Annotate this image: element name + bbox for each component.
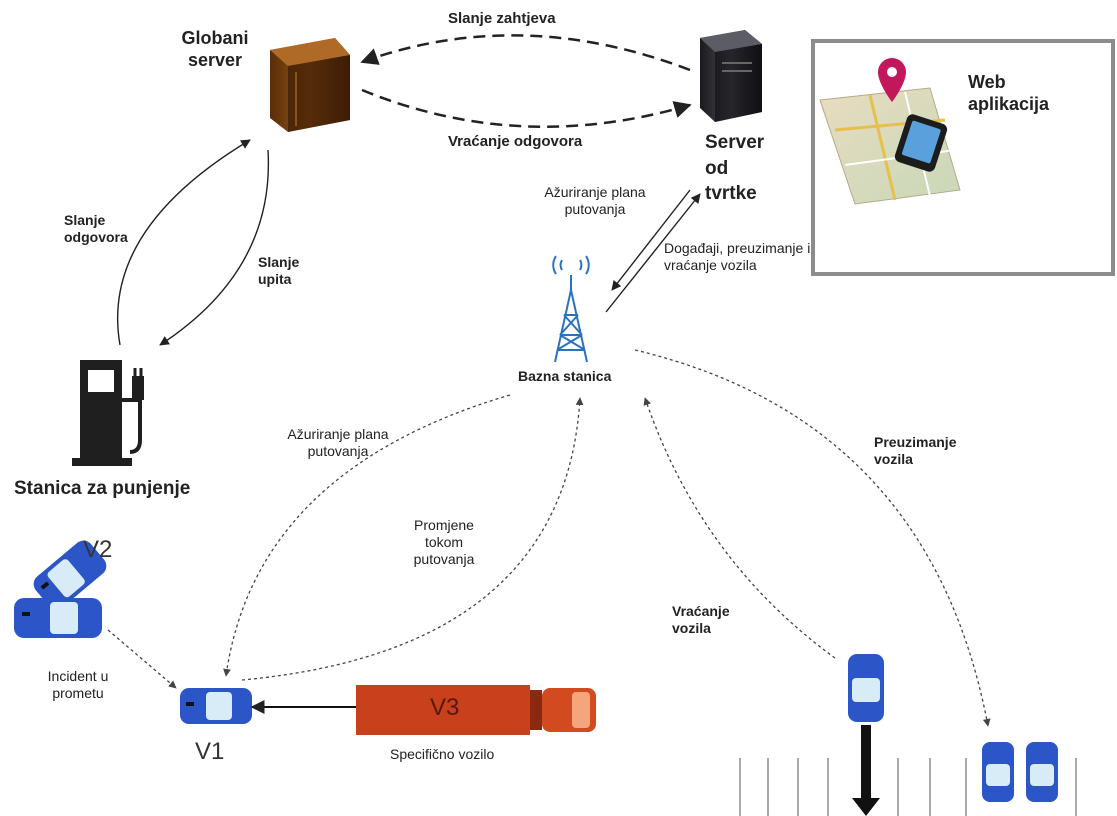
- node-label-charging-station: Stanica za punjenje: [14, 478, 191, 499]
- arrow-send-request: [360, 34, 691, 72]
- parking-lot: [739, 758, 1077, 816]
- node-label-web-app: Web aplikacija: [968, 72, 1050, 114]
- company-server-icon: [700, 30, 762, 122]
- node-label-company-server: Server od tvrtke: [705, 132, 765, 205]
- car-icon: [982, 742, 1014, 802]
- arrow-send-query: [159, 149, 270, 346]
- edge-label-vehicle-return: Vraćanje vozila: [672, 603, 730, 636]
- edge-label-events: Događaji, preuzimanje i vraćanje vozila: [664, 240, 811, 273]
- arrow-update-plan-left: [223, 394, 511, 677]
- node-label-global-server: Globani server: [181, 28, 249, 70]
- node-label-specific-vehicle: Specifično vozilo: [390, 746, 495, 762]
- node-label-v2: V2: [83, 536, 113, 563]
- arrow-incident: [107, 629, 177, 689]
- edge-label-changes: Promjene tokom putovanja: [413, 517, 475, 567]
- arrow-vehicle-return: [643, 397, 836, 659]
- edge-label-update-plan-left: Ažuriranje plana putovanja: [287, 426, 389, 459]
- edge-label-send-response: Slanje odgovora: [64, 212, 128, 245]
- edge-label-incident: Incident u prometu: [47, 668, 109, 701]
- global-server-icon: [270, 38, 350, 132]
- edge-label-send-request: Slanje zahtjeva: [448, 10, 556, 27]
- car-icon: [33, 540, 107, 610]
- fuel-pump-icon: [72, 360, 144, 466]
- return-down-arrow: [852, 725, 880, 816]
- arrow-changes: [241, 397, 584, 681]
- arrow-update-plan-top: [611, 189, 691, 291]
- car-icon: [14, 598, 102, 638]
- car-icon: [848, 654, 884, 722]
- truck-icon: [356, 685, 596, 735]
- car-icon: [1026, 742, 1058, 802]
- map-phone-icon: [819, 58, 961, 205]
- arrow-pickup: [634, 349, 991, 727]
- car-icon: [180, 688, 252, 724]
- edge-label-send-query: Slanje upita: [258, 254, 300, 287]
- edge-label-pickup: Preuzimanje vozila: [874, 434, 957, 467]
- node-label-v3: V3: [430, 694, 460, 721]
- node-label-base-station: Bazna stanica: [518, 368, 612, 384]
- radio-tower-icon: [552, 255, 590, 363]
- edge-label-update-plan-top: Ažuriranje plana putovanja: [544, 184, 646, 217]
- edge-label-return-response: Vraćanje odgovora: [448, 133, 583, 150]
- web-app-frame: [811, 39, 1115, 276]
- arrow-return-response: [361, 88, 692, 128]
- arrow-events: [605, 193, 701, 313]
- node-label-v1: V1: [195, 738, 225, 765]
- arrow-send-response: [116, 139, 251, 346]
